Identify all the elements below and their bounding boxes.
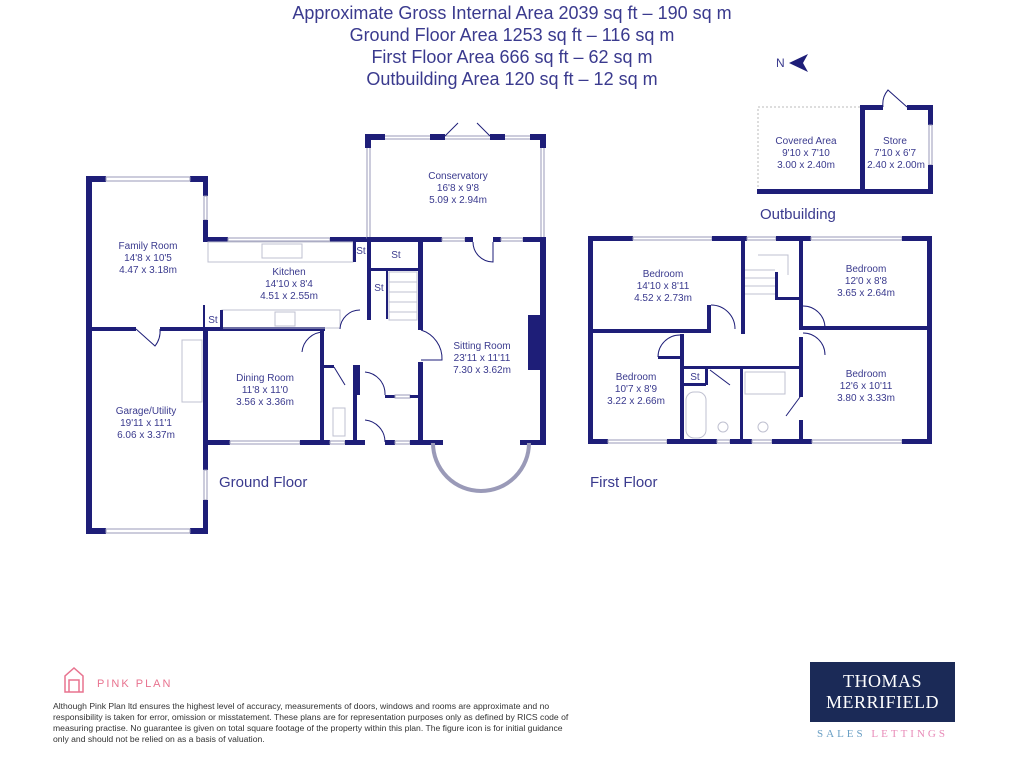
storage-label: St	[356, 246, 366, 257]
room-bedroom-1: Bedroom 14'10 x 8'11 4.52 x 2.73m	[634, 269, 692, 304]
svg-text:Bedroom: Bedroom	[616, 372, 657, 383]
agent-services: SALES LETTINGS	[810, 728, 955, 740]
svg-text:16'8 x 9'8: 16'8 x 9'8	[437, 183, 480, 194]
svg-text:23'11 x 11'11: 23'11 x 11'11	[454, 353, 511, 364]
svg-text:3.56 x 3.36m: 3.56 x 3.36m	[236, 397, 294, 408]
svg-text:3.65 x 2.64m: 3.65 x 2.64m	[837, 288, 895, 299]
svg-text:14'10 x 8'4: 14'10 x 8'4	[265, 279, 313, 290]
svg-text:9'10 x 7'10: 9'10 x 7'10	[782, 148, 830, 159]
svg-text:Kitchen: Kitchen	[272, 267, 305, 278]
north-arrow-icon	[789, 54, 808, 72]
svg-text:12'0 x 8'8: 12'0 x 8'8	[845, 276, 888, 287]
room-conservatory: Conservatory 16'8 x 9'8 5.09 x 2.94m	[428, 171, 487, 206]
room-store: Store 7'10 x 6'7 2.40 x 2.00m	[867, 136, 925, 171]
storage-label: St	[391, 250, 401, 261]
svg-text:3.80 x 3.33m: 3.80 x 3.33m	[837, 393, 895, 404]
storage-label: St	[208, 315, 218, 326]
area-line-outbuilding: Outbuilding Area 120 sq ft – 12 sq m	[366, 69, 658, 89]
svg-text:10'7 x 8'9: 10'7 x 8'9	[615, 384, 658, 395]
compass-north-label: N	[776, 56, 785, 70]
staircase	[745, 254, 789, 295]
room-garage: Garage/Utility 19'11 x 11'1 6.06 x 3.37m	[116, 406, 177, 441]
room-bedroom-3: Bedroom 10'7 x 8'9 3.22 x 2.66m	[607, 372, 665, 407]
svg-text:7'10 x 6'7: 7'10 x 6'7	[874, 148, 917, 159]
svg-text:Bedroom: Bedroom	[846, 264, 887, 275]
area-line-first: First Floor Area 666 sq ft – 62 sq m	[371, 47, 653, 67]
first-floor-label: First Floor	[590, 474, 658, 491]
outbuilding-plan: Covered Area 9'10 x 7'10 3.00 x 2.40m St…	[757, 89, 933, 223]
pink-plan-brand: PINK PLAN	[97, 678, 173, 690]
room-bedroom-4: Bedroom 12'6 x 10'11 3.80 x 3.33m	[837, 369, 895, 404]
storage-label: St	[374, 283, 384, 294]
staircase	[388, 271, 418, 321]
svg-text:Bedroom: Bedroom	[846, 369, 887, 380]
svg-text:3.00 x 2.40m: 3.00 x 2.40m	[777, 160, 835, 171]
outbuilding-label: Outbuilding	[760, 206, 836, 223]
storage-label: St	[690, 372, 700, 383]
svg-text:7.30 x 3.62m: 7.30 x 3.62m	[453, 365, 511, 376]
first-floor-plan: St Bedroom 14'10 x 8'11 4.52 x 2.73m Bed…	[588, 236, 932, 491]
room-bedroom-2: Bedroom 12'0 x 8'8 3.65 x 2.64m	[837, 264, 895, 299]
svg-text:14'8 x 10'5: 14'8 x 10'5	[124, 253, 172, 264]
svg-text:Bedroom: Bedroom	[643, 269, 684, 280]
svg-text:Covered Area: Covered Area	[775, 136, 837, 147]
svg-text:5.09 x 2.94m: 5.09 x 2.94m	[429, 195, 487, 206]
area-line-total: Approximate Gross Internal Area 2039 sq …	[292, 3, 732, 23]
agent-lettings: LETTINGS	[871, 728, 948, 740]
svg-text:Store: Store	[883, 136, 907, 147]
room-dining: Dining Room 11'8 x 11'0 3.56 x 3.36m	[236, 373, 294, 408]
svg-text:Conservatory: Conservatory	[428, 171, 487, 182]
agent-name-line2: MERRIFIELD	[826, 692, 939, 712]
room-sitting: Sitting Room 23'11 x 11'11 7.30 x 3.62m	[453, 341, 511, 376]
svg-text:14'10 x 8'11: 14'10 x 8'11	[637, 281, 690, 292]
svg-text:Sitting Room: Sitting Room	[453, 341, 510, 352]
svg-text:2.40 x 2.00m: 2.40 x 2.00m	[867, 160, 925, 171]
svg-text:3.22 x 2.66m: 3.22 x 2.66m	[607, 396, 665, 407]
svg-text:12'6 x 10'11: 12'6 x 10'11	[840, 381, 893, 392]
svg-text:19'11 x 11'1: 19'11 x 11'1	[120, 418, 172, 429]
svg-text:4.51 x 2.55m: 4.51 x 2.55m	[260, 291, 318, 302]
compass: N	[776, 54, 808, 72]
agent-logo: THOMAS MERRIFIELD	[810, 662, 955, 722]
pink-plan-logo-icon	[64, 666, 84, 693]
disclaimer: Although Pink Plan ltd ensures the highe…	[53, 701, 569, 744]
fireplace	[528, 315, 540, 370]
svg-text:Dining Room: Dining Room	[236, 373, 294, 384]
agent-name-line1: THOMAS	[842, 671, 922, 691]
svg-text:4.52 x 2.73m: 4.52 x 2.73m	[634, 293, 692, 304]
svg-text:4.47 x 3.18m: 4.47 x 3.18m	[119, 265, 177, 276]
ground-floor-plan: St St St St	[86, 122, 546, 534]
area-line-ground: Ground Floor Area 1253 sq ft – 116 sq m	[349, 25, 675, 45]
svg-text:Garage/Utility: Garage/Utility	[116, 406, 177, 417]
agent-sales: SALES	[817, 728, 866, 740]
svg-text:11'8 x 11'0: 11'8 x 11'0	[242, 385, 289, 396]
room-covered-area: Covered Area 9'10 x 7'10 3.00 x 2.40m	[775, 136, 837, 171]
svg-text:Family Room: Family Room	[119, 241, 178, 252]
ground-floor-label: Ground Floor	[219, 474, 307, 491]
room-family: Family Room 14'8 x 10'5 4.47 x 3.18m	[119, 241, 178, 276]
room-kitchen: Kitchen 14'10 x 8'4 4.51 x 2.55m	[260, 267, 318, 302]
svg-text:6.06 x 3.37m: 6.06 x 3.37m	[117, 430, 175, 441]
